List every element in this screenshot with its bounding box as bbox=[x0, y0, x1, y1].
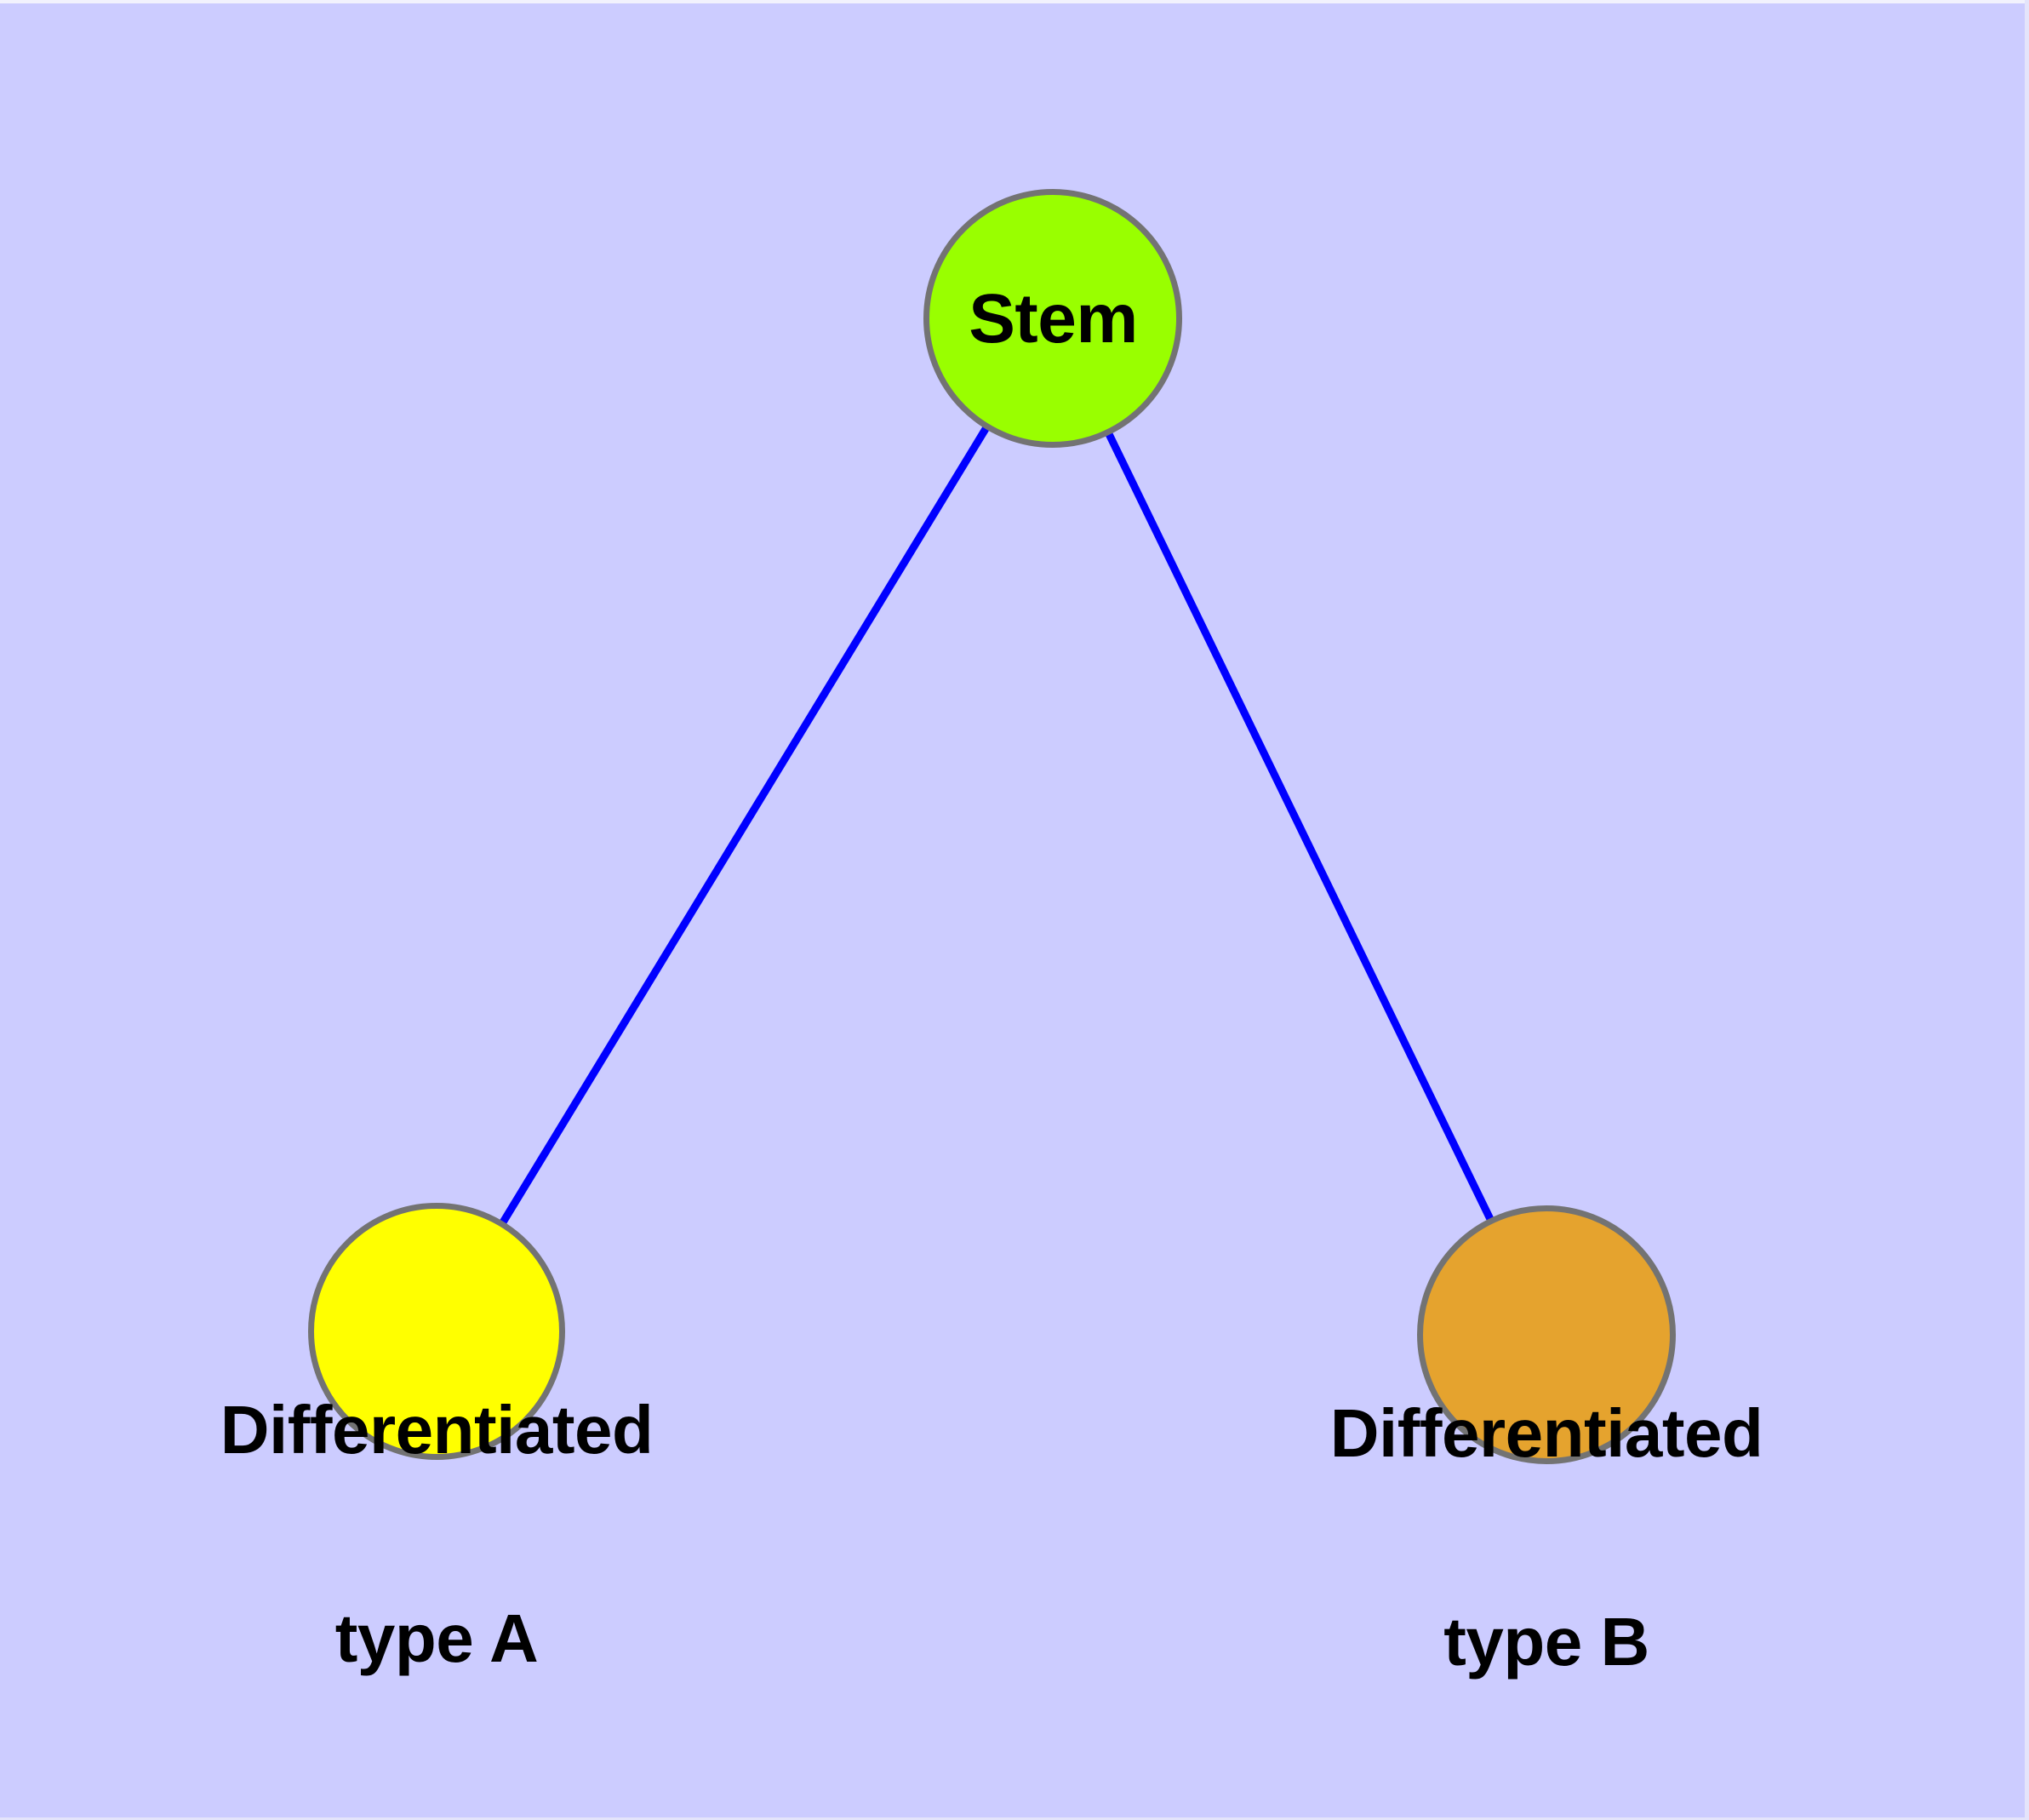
node-differentiated-type-a[interactable] bbox=[308, 1203, 565, 1460]
node-differentiated-type-b[interactable] bbox=[1417, 1205, 1676, 1464]
edge-stem-to-differentiated-type-a bbox=[495, 419, 994, 1231]
node-stem[interactable] bbox=[923, 189, 1182, 448]
canvas-bottom-margin bbox=[0, 1817, 2029, 1820]
canvas-top-margin bbox=[0, 0, 2029, 3]
edge-stem-to-differentiated-type-b bbox=[1101, 425, 1498, 1228]
canvas-right-margin bbox=[2025, 0, 2029, 1820]
